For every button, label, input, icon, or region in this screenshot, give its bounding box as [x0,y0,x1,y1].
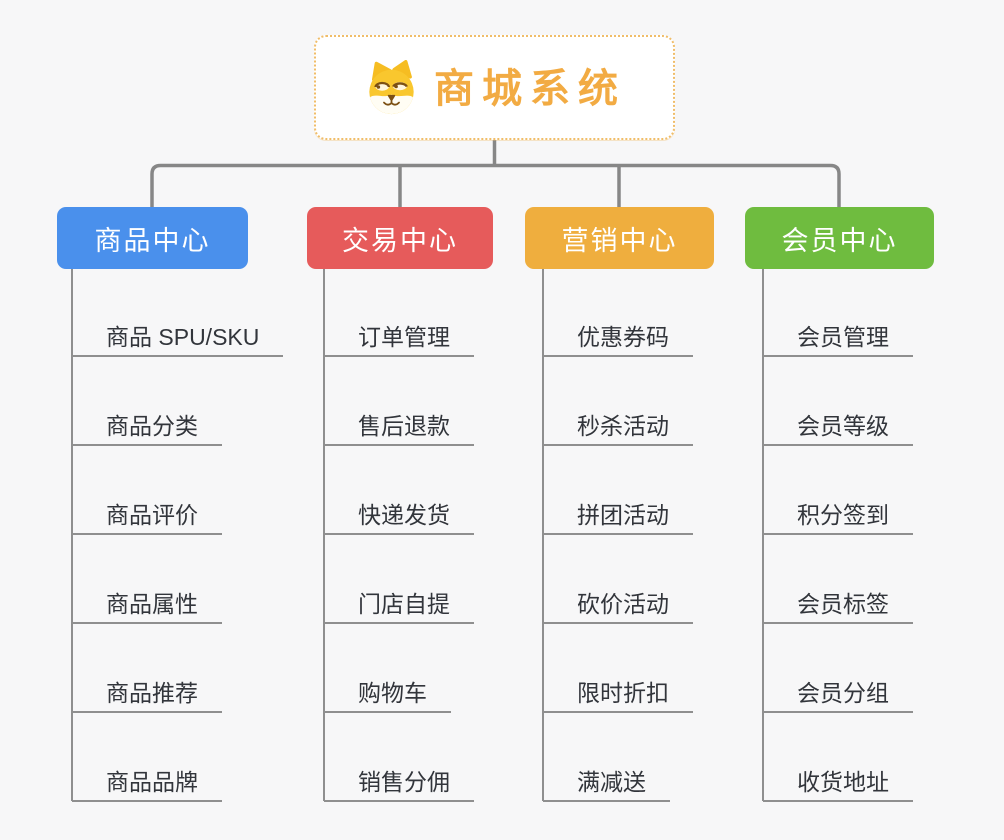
branch-node-member-center[interactable]: 会员中心 [745,207,934,269]
leaf-node[interactable]: 优惠券码 [543,313,693,357]
leaf-node[interactable]: 会员分组 [763,669,913,713]
leaf-node[interactable]: 会员等级 [763,402,913,446]
branch-label: 会员中心 [781,225,898,256]
leaf-node[interactable]: 商品分类 [72,402,222,446]
leaf-node[interactable]: 销售分佣 [324,758,474,802]
leaf-node[interactable]: 积分签到 [763,491,913,535]
leaf-node[interactable]: 商品 SPU/SKU [72,313,284,357]
leaf-node[interactable]: 购物车 [324,669,451,713]
leaf-node[interactable]: 会员管理 [763,313,913,357]
leaf-node[interactable]: 门店自提 [324,580,474,624]
leaf-node[interactable]: 快递发货 [324,491,474,535]
branch-node-marketing-center[interactable]: 营销中心 [525,207,714,269]
tree-connector-path [150,140,841,207]
leaf-node[interactable]: 商品评价 [72,491,222,535]
leaf-node[interactable]: 拼团活动 [543,491,693,535]
leaf-node[interactable]: 满减送 [543,758,670,802]
root-node-mall-system[interactable]: 商城系统 [314,35,675,140]
branch-node-trade-center[interactable]: 交易中心 [307,207,493,269]
branch-label: 交易中心 [342,225,458,256]
branch-label: 商品中心 [94,225,211,256]
root-node-title: 商城系统 [434,66,626,111]
leaf-node[interactable]: 会员标签 [763,580,913,624]
leaf-node[interactable]: 售后退款 [324,402,474,446]
leaf-node[interactable]: 商品推荐 [72,669,222,713]
branch-node-product-center[interactable]: 商品中心 [57,207,248,269]
shiba-dog-icon [369,60,414,115]
leaf-node[interactable]: 秒杀活动 [543,402,693,446]
leaf-node[interactable]: 商品属性 [72,580,222,624]
leaf-node[interactable]: 收货地址 [763,758,913,802]
leaf-node[interactable]: 商品品牌 [72,758,222,802]
leaf-node[interactable]: 限时折扣 [543,669,693,713]
leaf-node[interactable]: 砍价活动 [543,580,693,624]
leaf-node[interactable]: 订单管理 [324,313,474,357]
branch-label: 营销中心 [561,225,678,256]
